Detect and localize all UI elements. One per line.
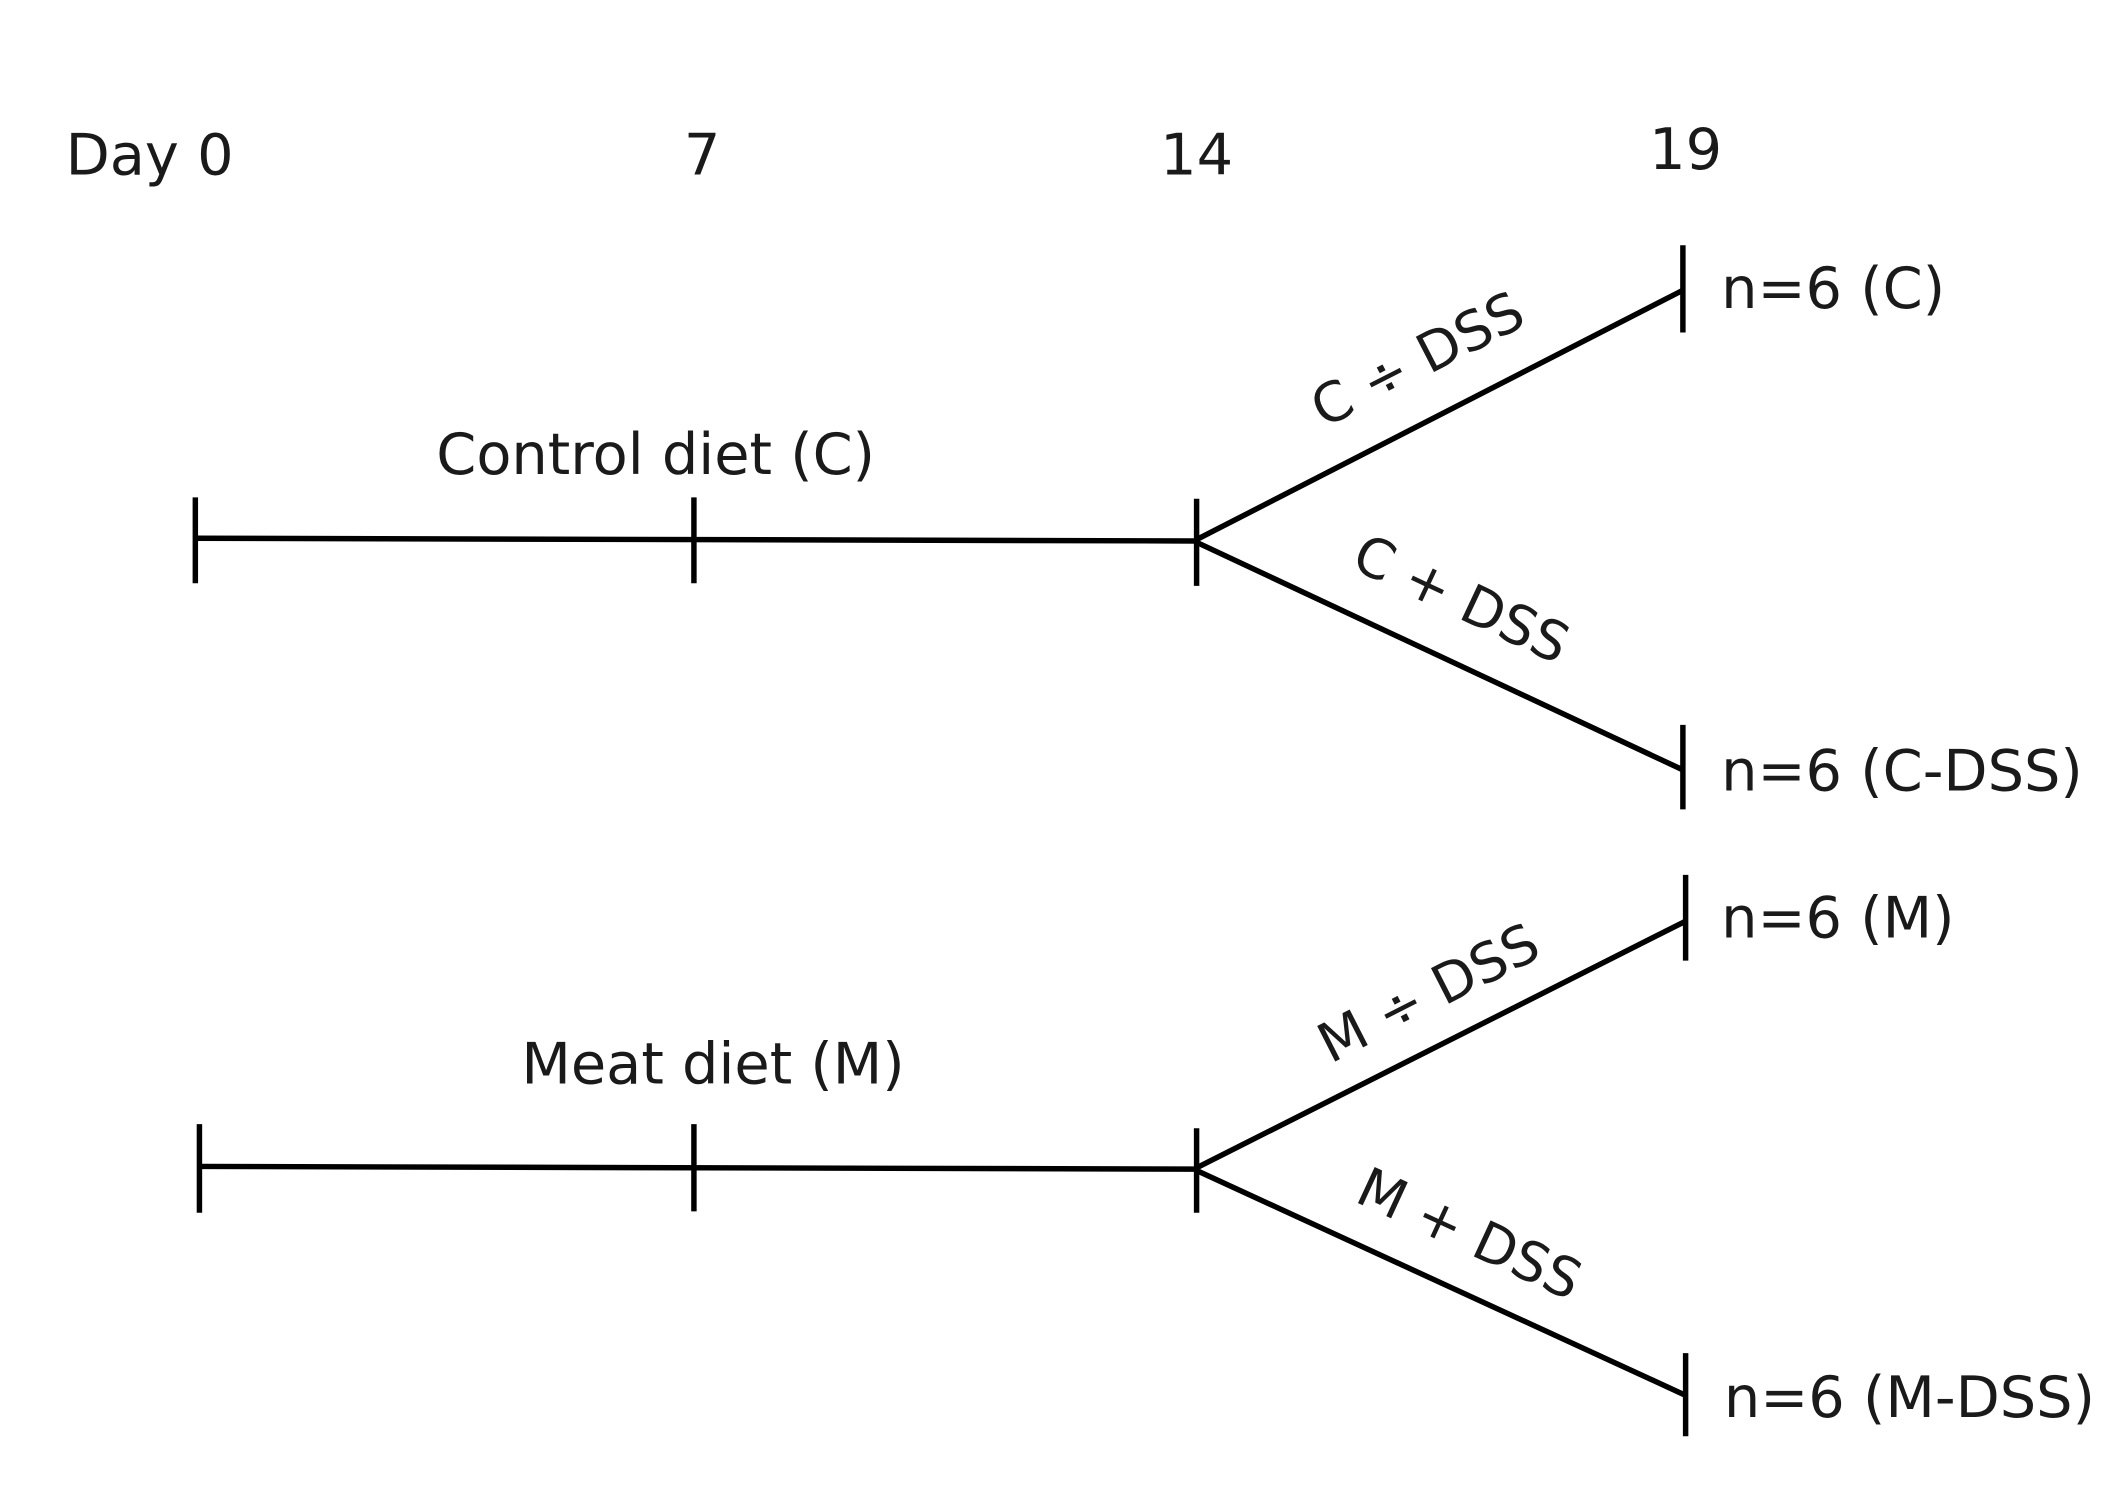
group-label-lower: n=6 (M-DSS) [1724,1364,2095,1431]
branch-line-upper [1195,287,1685,543]
day-label-0: Day 0 [66,121,234,188]
branch-label-lower: M + DSS [1348,1155,1592,1313]
timeline-control: Control diet (C) C ÷ DSS C + DSS n=6 (C)… [192,245,2083,810]
group-label-upper: n=6 (M) [1721,885,1954,952]
branch-line-lower [1195,539,1685,773]
day-label-7: 7 [684,121,721,188]
branch-line-lower [1195,1168,1687,1398]
day-label-14: 14 [1160,121,1233,188]
diet-label-meat: Meat diet (M) [521,1030,904,1097]
branch-line-upper [1195,918,1687,1171]
day-label-19: 19 [1649,116,1722,183]
timeline-meat: Meat diet (M) M ÷ DSS M + DSS n=6 (M) n=… [196,874,2095,1437]
branch-label-lower: C + DSS [1344,521,1580,676]
timeline-line [199,1163,1197,1172]
diet-label-control: Control diet (C) [436,421,875,488]
day-axis: Day 0 7 14 19 [66,116,1723,188]
branch-label-upper: C ÷ DSS [1300,278,1534,440]
group-label-upper: n=6 (C) [1721,255,1945,322]
group-label-lower: n=6 (C-DSS) [1721,737,2083,804]
